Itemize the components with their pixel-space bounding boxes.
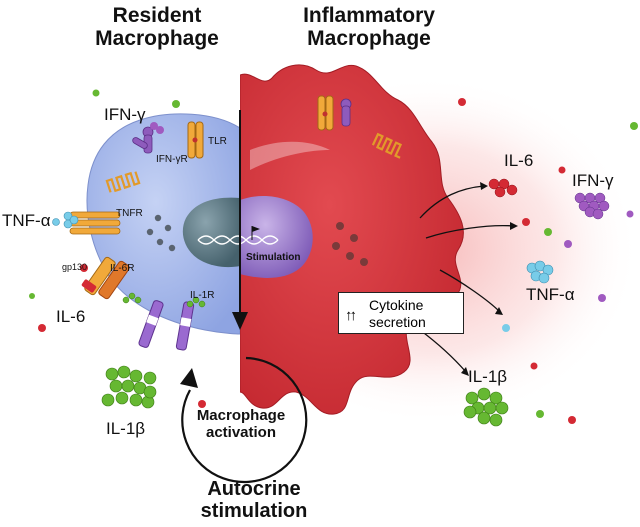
- inflammatory-vesicles: [332, 222, 368, 266]
- label-ifn-gamma-left: IFN-γ: [104, 105, 146, 124]
- cytokine-secretion-text: Cytokine secretion: [369, 297, 426, 330]
- il1b-cluster-right: [463, 387, 509, 427]
- secretion-arrows: [419, 185, 515, 373]
- label-tnf-alpha-right: TNF-α: [526, 285, 575, 304]
- tnf-alpha-cluster-right: [526, 260, 554, 284]
- ifn-gamma-receptor-right: [340, 98, 352, 127]
- tlr-receptor: [187, 121, 204, 159]
- label-gp130: gp130: [62, 262, 88, 272]
- label-tnfr: TNFR: [116, 208, 143, 219]
- label-tlr: TLR: [208, 136, 227, 147]
- il1r-receptor: [138, 300, 195, 351]
- ifn-gamma-receptor: [132, 126, 154, 154]
- ifn-gamma-cluster-right: [574, 192, 610, 220]
- cytokine-secretion-box: ↑↑ Cytokine secretion: [338, 292, 464, 334]
- il6-cluster-right: [488, 178, 518, 198]
- label-tnf-alpha-left: TNF-α: [2, 211, 51, 230]
- label-stimulation: Stimulation: [246, 252, 301, 263]
- label-il6-left: IL-6: [56, 307, 86, 326]
- macrophage-activation-label: Macrophage activation: [196, 407, 286, 441]
- il1b-cluster-left: [101, 365, 157, 409]
- gpcr-receptor-left: [105, 171, 141, 193]
- resident-macrophage-title: Resident Macrophage: [95, 4, 219, 51]
- autocrine-cycle-arrow: [180, 356, 308, 484]
- dna-helix: [197, 235, 279, 245]
- resident-nucleus: [182, 197, 240, 268]
- autocrine-stimulation-label: Autocrine stimulation: [200, 478, 308, 522]
- inflammatory-macrophage-title: Inflammatory Macrophage: [303, 4, 435, 51]
- transcription-flag: [251, 226, 260, 240]
- label-ifn-gamma-r: IFN-γR: [156, 154, 188, 165]
- label-il1b-left: IL-1β: [106, 419, 146, 438]
- label-ifn-gamma-right: IFN-γ: [572, 171, 614, 190]
- free-molecules-left: [29, 89, 206, 408]
- gpcr-receptor-right: [371, 132, 403, 159]
- tnfr-receptor: [69, 211, 121, 235]
- label-il1r: IL-1R: [190, 290, 215, 301]
- label-il1b-right: IL-1β: [468, 367, 508, 386]
- secretion-arrowheads: [461, 182, 518, 376]
- tnf-alpha-ligand-free-left: [52, 218, 60, 226]
- free-molecules-right: [458, 98, 638, 424]
- il1b-ligand-bound: [122, 292, 206, 308]
- stimulation-arrow: [232, 110, 248, 330]
- tlr-receptor-right: [317, 95, 334, 131]
- gp130-il6r-complex: [81, 256, 130, 300]
- resident-cell-body: [86, 113, 240, 335]
- resident-vesicles: [146, 214, 176, 252]
- label-il6r: IL-6R: [110, 263, 135, 274]
- tnf-alpha-ligand-bound: [63, 211, 79, 229]
- up-arrows-icon: ↑↑: [345, 307, 357, 324]
- label-il6-right: IL-6: [504, 151, 534, 170]
- ifn-gamma-ligand-left: [150, 122, 164, 134]
- inflammatory-nucleus: [240, 196, 313, 278]
